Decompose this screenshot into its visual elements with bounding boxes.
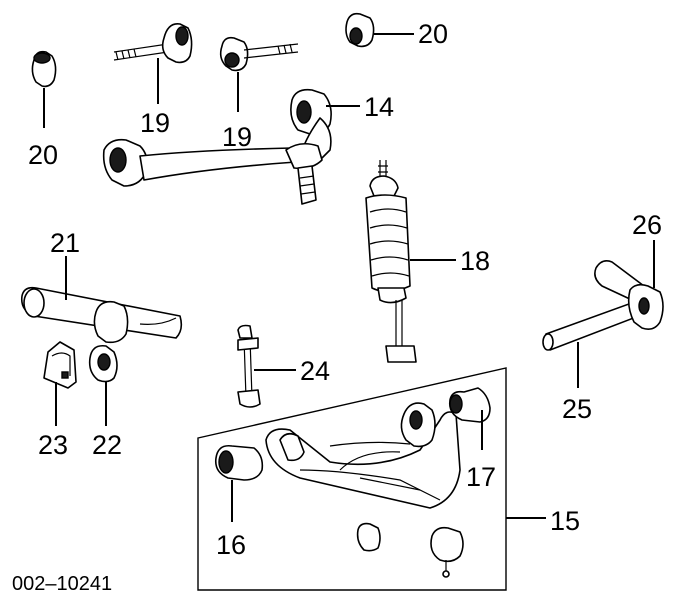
washer-20-top-right (345, 12, 375, 48)
callout-19-left: 19 (140, 108, 170, 138)
callout-20-top-right: 20 (418, 19, 448, 49)
callout-18: 18 (460, 246, 490, 276)
callout-17: 17 (466, 462, 496, 492)
callout-16: 16 (216, 530, 246, 560)
stabilizer-bar-21 (20, 286, 183, 344)
callout-15: 15 (550, 506, 580, 536)
callout-20-left: 20 (28, 140, 58, 170)
callout-23: 23 (38, 430, 68, 460)
bushing-17 (448, 387, 491, 423)
upper-control-arm-14 (102, 88, 332, 205)
bolt-19-right (219, 36, 299, 72)
bolt-19-left (113, 22, 193, 64)
stabilizer-bracket-23 (43, 341, 77, 389)
nut (356, 522, 381, 552)
diagram-code: 002–10241 (12, 573, 112, 595)
callout-22: 22 (92, 430, 122, 460)
callout-14: 14 (364, 92, 394, 122)
shock-absorber-18 (365, 160, 417, 363)
lower-arm-group-outline (197, 367, 507, 591)
callout-26: 26 (632, 210, 662, 240)
torsion-bar-adjuster-26 (594, 260, 664, 330)
callout-21: 21 (50, 228, 80, 258)
bushing-16 (214, 444, 264, 481)
torsion-bar-25 (542, 299, 645, 351)
lower-control-arm-15 (265, 402, 461, 509)
stabilizer-link-24 (237, 324, 261, 408)
washer-20-left (31, 50, 57, 88)
callout-25: 25 (562, 394, 592, 424)
callout-24: 24 (300, 356, 330, 386)
callout-19-right: 19 (222, 122, 252, 152)
stabilizer-insulator-22 (88, 344, 118, 383)
ball-joint (430, 526, 464, 578)
